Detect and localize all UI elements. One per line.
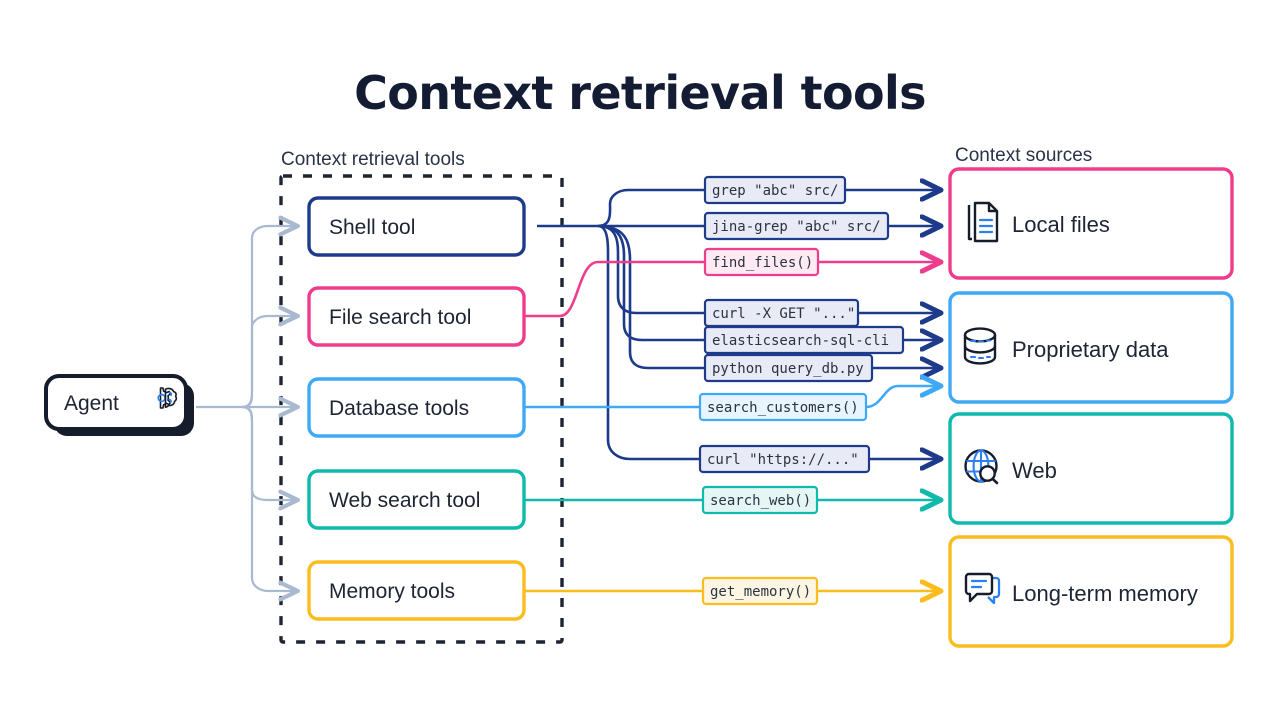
tool-box bbox=[307, 286, 526, 347]
command-label: search_web() bbox=[710, 493, 811, 509]
chat-memory-icon bbox=[964, 572, 1001, 605]
source-box bbox=[948, 412, 1234, 525]
agent-label: Agent bbox=[64, 392, 119, 415]
source-node-long-term-memory[interactable]: Long-term memory bbox=[948, 535, 1234, 648]
command-chip-search-web[interactable]: search_web() bbox=[701, 485, 819, 515]
command-box bbox=[698, 444, 871, 474]
source-box bbox=[948, 535, 1234, 648]
tools-section-label: Context retrieval tools bbox=[281, 149, 465, 170]
source-box bbox=[948, 291, 1234, 404]
page-title: Context retrieval tools bbox=[354, 66, 926, 120]
tool-node-memory[interactable]: Memory tools bbox=[307, 560, 526, 621]
tool-box bbox=[307, 469, 526, 530]
sources-section-label: Context sources bbox=[955, 145, 1092, 166]
globe-search-icon bbox=[964, 449, 999, 485]
command-label: find_files() bbox=[712, 255, 813, 271]
command-label: search_customers() bbox=[707, 400, 859, 416]
source-node-local-files[interactable]: Local files bbox=[948, 167, 1234, 280]
tool-label: Shell tool bbox=[329, 216, 415, 239]
command-chip-jina-grep[interactable]: jina-grep "abc" src/ bbox=[703, 211, 890, 241]
source-label: Web bbox=[1012, 458, 1057, 483]
command-chip-python-query-db[interactable]: python query_db.py bbox=[703, 353, 874, 383]
command-label: curl "https://..." bbox=[707, 452, 859, 468]
source-label: Local files bbox=[1012, 212, 1110, 237]
command-label: elasticsearch-sql-cli bbox=[712, 333, 889, 349]
command-box bbox=[703, 353, 874, 383]
command-box bbox=[698, 392, 868, 422]
command-chip-find-files[interactable]: find_files() bbox=[703, 247, 820, 277]
command-chip-elasticsearch[interactable]: elasticsearch-sql-cli bbox=[703, 325, 905, 355]
command-box bbox=[703, 325, 905, 355]
command-box bbox=[701, 485, 819, 515]
gear-brain-icon bbox=[157, 387, 178, 409]
command-box bbox=[703, 175, 847, 205]
command-chip-grep[interactable]: grep "abc" src/ bbox=[703, 175, 847, 205]
tools-group-boundary bbox=[279, 174, 564, 644]
source-label: Proprietary data bbox=[1012, 337, 1169, 362]
command-chip-get-memory[interactable]: get_memory() bbox=[701, 576, 819, 606]
source-box bbox=[948, 167, 1234, 280]
agent-node[interactable]: Agent bbox=[44, 374, 194, 436]
command-source-edges bbox=[817, 190, 940, 591]
database-cylinder-icon bbox=[963, 327, 997, 365]
source-node-proprietary-data[interactable]: Proprietary data bbox=[948, 291, 1234, 404]
tool-label: Database tools bbox=[329, 397, 469, 420]
command-label: jina-grep "abc" src/ bbox=[712, 219, 881, 235]
command-chip-search-customers[interactable]: search_customers() bbox=[698, 392, 868, 422]
command-chip-curl-https[interactable]: curl "https://..." bbox=[698, 444, 871, 474]
agent-connectors bbox=[196, 226, 297, 591]
command-label: grep "abc" src/ bbox=[712, 183, 838, 199]
command-box bbox=[701, 576, 819, 606]
agent-box bbox=[44, 374, 188, 431]
shell-tool-edges bbox=[537, 188, 705, 461]
tool-label: Memory tools bbox=[329, 580, 455, 603]
command-chip-curl-get[interactable]: curl -X GET "..." bbox=[703, 298, 860, 328]
command-box bbox=[703, 211, 890, 241]
tool-node-file-search[interactable]: File search tool bbox=[307, 286, 526, 347]
source-node-web[interactable]: Web bbox=[948, 412, 1234, 525]
tool-box bbox=[307, 560, 526, 621]
command-label: get_memory() bbox=[710, 584, 811, 600]
command-label: curl -X GET "..." bbox=[712, 306, 855, 322]
command-box bbox=[703, 247, 820, 277]
document-pages-icon bbox=[967, 201, 999, 243]
command-label: python query_db.py bbox=[712, 361, 864, 377]
source-label: Long-term memory bbox=[1012, 581, 1198, 606]
tool-node-database[interactable]: Database tools bbox=[307, 377, 526, 438]
tool-node-shell[interactable]: Shell tool bbox=[307, 196, 526, 257]
file-search-tool-edge bbox=[524, 260, 705, 318]
tool-box bbox=[307, 377, 526, 438]
tool-node-web-search[interactable]: Web search tool bbox=[307, 469, 526, 530]
tool-label: Web search tool bbox=[329, 489, 480, 512]
tool-box bbox=[307, 196, 526, 257]
tool-label: File search tool bbox=[329, 306, 471, 329]
